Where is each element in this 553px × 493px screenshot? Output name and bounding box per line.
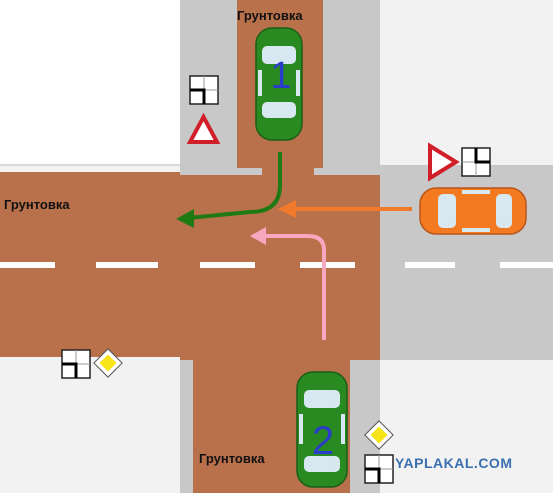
main-road-direction-plate-icon: [61, 349, 91, 379]
watermark: YAPLAKAL.COM: [395, 455, 513, 471]
orange-arrow-head: [278, 200, 296, 218]
green-arrow-head: [176, 209, 194, 228]
yield-sign-icon: [186, 112, 221, 144]
lane-markings: [0, 262, 553, 268]
corner-bottom-left: [0, 360, 180, 493]
main-road-sign-icon: [93, 348, 123, 378]
car-1: [255, 27, 303, 141]
label-dirt-west: Грунтовка: [4, 197, 70, 212]
main-road-direction-plate-icon: [189, 75, 219, 105]
main-road-direction-plate-icon: [461, 147, 491, 177]
car-2: [296, 371, 348, 488]
corner-top-left: [0, 0, 180, 165]
label-dirt-south: Грунтовка: [199, 451, 265, 466]
main-road-direction-plate-icon: [364, 454, 394, 484]
car-2-number: 2: [312, 419, 334, 463]
pink-arrow: [262, 234, 326, 340]
main-road-sign-icon: [364, 420, 394, 450]
green-arrow: [187, 152, 282, 220]
car-orange: [419, 187, 527, 235]
yield-sign-icon: [428, 142, 460, 182]
dirt-patch-ne: [262, 168, 314, 180]
pink-arrow-head: [250, 227, 266, 245]
corner-bottom-right: [380, 360, 553, 493]
label-dirt-north: Грунтовка: [237, 8, 303, 23]
corner-top-right: [380, 0, 553, 165]
car-1-number: 1: [270, 55, 291, 97]
